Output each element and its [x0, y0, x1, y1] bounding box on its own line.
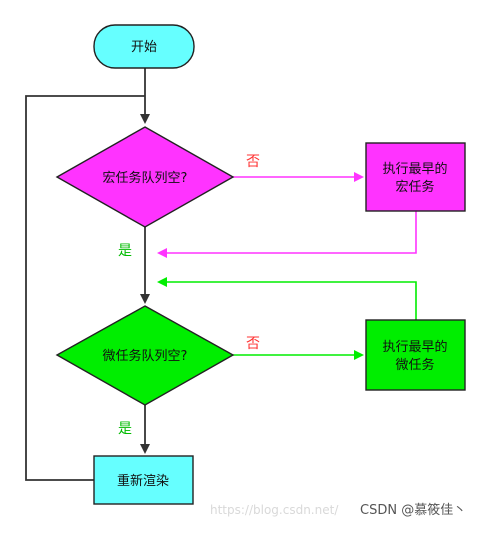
micro-action-node [365, 319, 466, 391]
macro-action-label-line2: 宏任务 [395, 179, 434, 195]
edge-label-micro-no: 否 [246, 336, 260, 352]
start-node-label: 开始 [131, 40, 157, 55]
macro-check-node [55, 126, 235, 228]
watermark-brand: CSDN @慕筱佳丶 [360, 502, 466, 518]
edge-macro-action-return [157, 211, 417, 258]
macro-action-node [365, 142, 466, 212]
edge-render-loop-back [25, 95, 145, 481]
edge-label-micro-yes: 是 [118, 421, 132, 437]
render-node [93, 455, 194, 505]
start-node [93, 24, 195, 69]
watermark-url: https://blog.csdn.net/ [210, 503, 339, 517]
micro-check-node [55, 305, 235, 406]
micro-action-label-line1: 执行最早的 [382, 339, 447, 355]
micro-action-label-line2: 微任务 [395, 357, 434, 373]
edge-label-macro-yes: 是 [118, 243, 132, 259]
macro-check-label: 宏任务队列空? [103, 170, 188, 186]
edge-micro-action-return [157, 277, 417, 320]
micro-check-label: 微任务队列空? [103, 348, 188, 364]
macro-action-label-line1: 执行最早的 [382, 161, 447, 177]
edge-label-macro-no: 否 [246, 154, 260, 170]
render-node-label: 重新渲染 [117, 473, 169, 489]
